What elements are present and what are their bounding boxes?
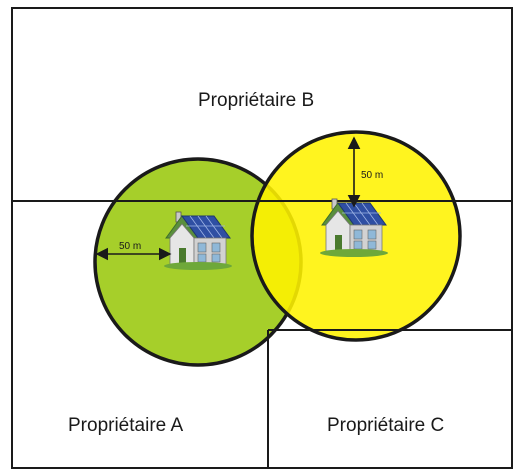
distance-label-top: 50 m <box>361 170 383 181</box>
owner-b-label: Propriétaire B <box>198 90 314 111</box>
owner-c-label: Propriétaire C <box>327 415 444 436</box>
owner-a-label: Propriétaire A <box>68 415 183 436</box>
distance-label-left: 50 m <box>119 241 141 252</box>
